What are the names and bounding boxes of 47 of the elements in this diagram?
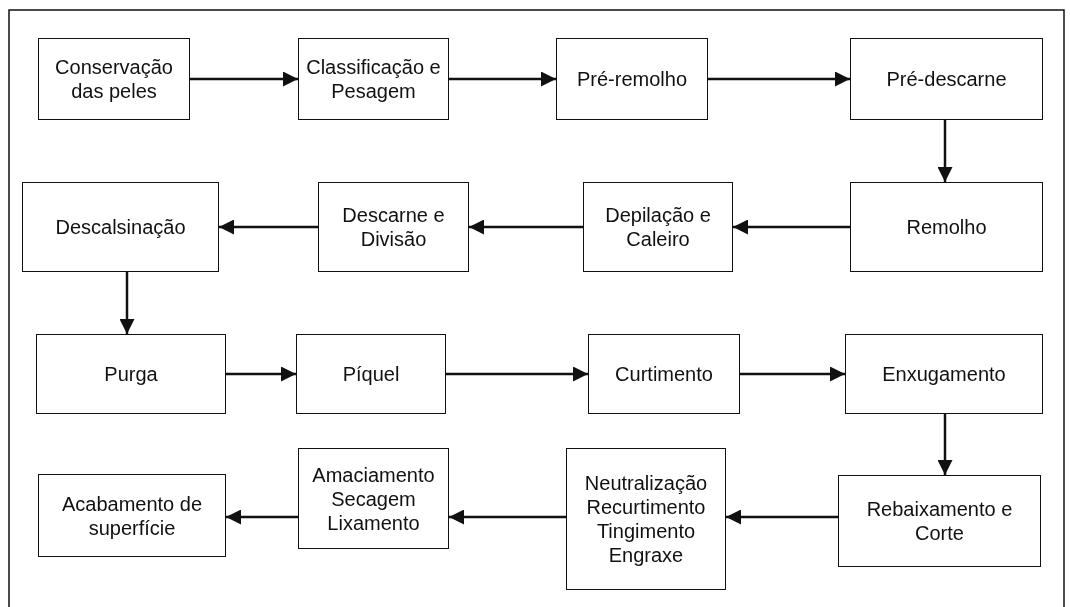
arrow <box>733 219 850 235</box>
process-box <box>38 38 190 120</box>
process-box <box>318 182 469 272</box>
process-box <box>38 474 226 557</box>
process-box <box>298 448 449 549</box>
process-box <box>296 334 446 414</box>
step-label: Rebaixamento e Corte <box>865 497 1014 545</box>
arrow <box>446 366 588 382</box>
step-label: Pré-descarne <box>886 67 1007 91</box>
arrow <box>449 509 566 525</box>
arrow <box>469 219 583 235</box>
process-box <box>850 38 1043 120</box>
process-box <box>566 448 726 590</box>
process-box <box>556 38 708 120</box>
arrow <box>937 414 953 475</box>
step-label: Amaciamento Secagem Lixamento <box>311 462 436 535</box>
step-label: Neutralização Recurtimento Tingimento Engraxe <box>583 471 709 567</box>
step-label: Descarne e Divisão <box>341 203 446 251</box>
arrow <box>119 272 135 334</box>
process-box <box>22 182 219 272</box>
step-label: Enxugamento <box>882 362 1006 386</box>
process-box <box>588 334 740 414</box>
arrow <box>726 509 838 525</box>
arrow <box>190 71 298 87</box>
process-box <box>845 334 1043 414</box>
arrow <box>226 366 296 382</box>
arrow <box>708 71 850 87</box>
step-label: Curtimento <box>615 362 713 386</box>
process-box <box>36 334 226 414</box>
arrow <box>219 219 318 235</box>
step-label: Pré-remolho <box>576 67 687 91</box>
step-label: Purga <box>104 362 158 386</box>
arrow <box>937 120 953 182</box>
step-label: Depilação e Caleiro <box>604 203 712 251</box>
process-box <box>838 475 1041 567</box>
arrow <box>449 71 556 87</box>
step-label: Remolho <box>906 215 987 239</box>
step-label: Acabamento de superfície <box>60 491 204 540</box>
step-label: Descalsinação <box>55 215 186 239</box>
arrow <box>740 366 845 382</box>
process-box <box>298 38 449 120</box>
step-label: Conservação das peles <box>54 55 174 103</box>
step-label: Píquel <box>342 362 400 386</box>
process-box <box>583 182 733 272</box>
arrow <box>226 509 298 525</box>
process-box <box>850 182 1043 272</box>
step-label: Classificação e Pesagem <box>306 55 441 103</box>
